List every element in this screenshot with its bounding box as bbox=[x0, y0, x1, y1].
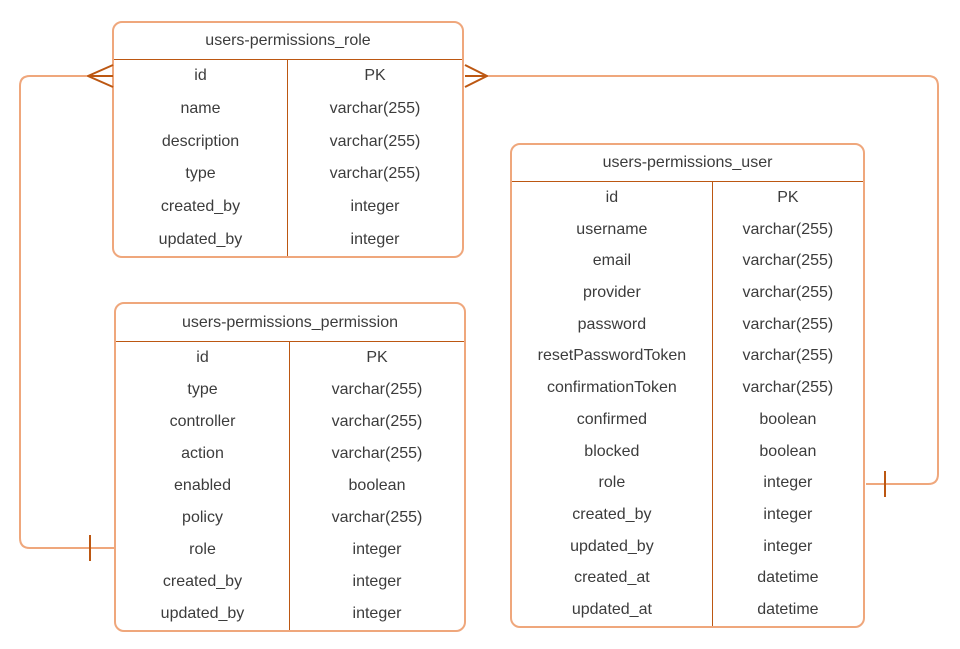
table-row: controller varchar(255) bbox=[116, 406, 464, 438]
field-name-cell: controller bbox=[116, 406, 290, 438]
field-name-cell: password bbox=[512, 308, 713, 341]
table-row: confirmationToken varchar(255) bbox=[512, 372, 863, 405]
field-type-cell: integer bbox=[352, 573, 402, 590]
field-type-cell: integer bbox=[763, 474, 813, 492]
table-body: id PK name varchar(255) description varc… bbox=[114, 60, 462, 257]
table-row: enabled boolean bbox=[116, 470, 464, 502]
table-row: updated_at datetime bbox=[512, 594, 863, 627]
table-row: email varchar(255) bbox=[512, 245, 863, 278]
field-type-cell: datetime bbox=[757, 601, 819, 619]
field-name-cell: email bbox=[512, 245, 713, 278]
field-type-cell: varchar(255) bbox=[742, 379, 834, 397]
entity-table-users-permissions-user: users-permissions_user id PK username va… bbox=[510, 143, 865, 628]
table-row: type varchar(255) bbox=[114, 158, 462, 191]
field-type-cell: integer bbox=[350, 198, 400, 216]
field-type-cell: boolean bbox=[759, 442, 817, 460]
field-type-cell: integer bbox=[352, 605, 402, 622]
table-row: created_at datetime bbox=[512, 562, 863, 595]
table-row: created_by integer bbox=[114, 190, 462, 224]
field-type-cell: varchar(255) bbox=[331, 413, 423, 430]
field-type-cell: datetime bbox=[757, 569, 819, 587]
field-type-cell: varchar(255) bbox=[331, 381, 423, 398]
table-row: id PK bbox=[114, 60, 462, 93]
field-name-cell: created_at bbox=[512, 562, 713, 595]
field-name-cell: name bbox=[114, 92, 288, 126]
table-title: users-permissions_role bbox=[114, 23, 462, 60]
table-row: role integer bbox=[512, 467, 863, 500]
table-row: type varchar(255) bbox=[116, 374, 464, 406]
table-row: provider varchar(255) bbox=[512, 277, 863, 309]
table-row: created_by integer bbox=[116, 566, 464, 598]
table-title: users-permissions_permission bbox=[116, 304, 464, 342]
field-type-cell: PK bbox=[364, 67, 386, 85]
field-type-cell: varchar(255) bbox=[331, 445, 423, 462]
field-name-cell: type bbox=[114, 158, 288, 191]
table-row: created_by integer bbox=[512, 499, 863, 531]
field-name-cell: type bbox=[116, 374, 290, 406]
field-name-cell: enabled bbox=[116, 470, 290, 502]
table-row: description varchar(255) bbox=[114, 125, 462, 159]
field-name-cell: username bbox=[512, 213, 713, 246]
field-name-cell: updated_at bbox=[512, 594, 713, 627]
table-row: name varchar(255) bbox=[114, 92, 462, 126]
field-type-cell: PK bbox=[366, 349, 388, 366]
table-row: role integer bbox=[116, 534, 464, 566]
crow-foot-many-icon bbox=[464, 64, 488, 88]
field-type-cell: varchar(255) bbox=[331, 509, 423, 526]
field-name-cell: resetPasswordToken bbox=[512, 340, 713, 373]
field-type-cell: varchar(255) bbox=[329, 132, 421, 150]
field-name-cell: role bbox=[116, 534, 290, 566]
field-type-cell: varchar(255) bbox=[742, 252, 834, 270]
field-name-cell: id bbox=[114, 60, 288, 93]
field-name-cell: id bbox=[116, 342, 290, 374]
field-name-cell: id bbox=[512, 182, 713, 214]
table-row: updated_by integer bbox=[512, 530, 863, 563]
field-name-cell: description bbox=[114, 125, 288, 159]
field-name-cell: blocked bbox=[512, 435, 713, 468]
field-type-cell: boolean bbox=[348, 477, 406, 494]
field-type-cell: varchar(255) bbox=[742, 220, 834, 238]
field-name-cell: updated_by bbox=[114, 223, 288, 257]
table-row: policy varchar(255) bbox=[116, 502, 464, 534]
field-name-cell: policy bbox=[116, 502, 290, 534]
field-name-cell: created_by bbox=[114, 190, 288, 224]
table-body: id PK username varchar(255) email varcha… bbox=[512, 182, 863, 627]
field-name-cell: created_by bbox=[116, 566, 290, 598]
field-type-cell: varchar(255) bbox=[742, 284, 834, 302]
field-type-cell: integer bbox=[352, 541, 402, 558]
entity-table-users-permissions-role: users-permissions_role id PK name varcha… bbox=[112, 21, 464, 258]
field-name-cell: updated_by bbox=[512, 530, 713, 563]
field-type-cell: varchar(255) bbox=[329, 100, 421, 117]
entity-table-users-permissions-permission: users-permissions_permission id PK type … bbox=[114, 302, 466, 632]
table-row: updated_by integer bbox=[114, 223, 462, 257]
field-name-cell: action bbox=[116, 438, 290, 470]
field-name-cell: role bbox=[512, 467, 713, 500]
field-type-cell: integer bbox=[763, 506, 813, 524]
field-name-cell: created_by bbox=[512, 499, 713, 531]
field-type-cell: varchar(255) bbox=[742, 315, 834, 333]
field-type-cell: varchar(255) bbox=[329, 165, 421, 183]
table-body: id PK type varchar(255) controller varch… bbox=[116, 342, 464, 630]
field-name-cell: confirmed bbox=[512, 404, 713, 436]
field-type-cell: integer bbox=[350, 230, 400, 248]
field-type-cell: boolean bbox=[759, 410, 817, 428]
table-row: blocked boolean bbox=[512, 435, 863, 468]
field-name-cell: confirmationToken bbox=[512, 372, 713, 405]
table-row: updated_by integer bbox=[116, 598, 464, 630]
table-row: id PK bbox=[512, 182, 863, 214]
table-row: id PK bbox=[116, 342, 464, 374]
table-row: password varchar(255) bbox=[512, 308, 863, 341]
field-type-cell: varchar(255) bbox=[742, 347, 834, 365]
table-row: action varchar(255) bbox=[116, 438, 464, 470]
field-name-cell: updated_by bbox=[116, 598, 290, 630]
table-row: confirmed boolean bbox=[512, 404, 863, 436]
field-type-cell: integer bbox=[763, 537, 813, 555]
relationship-line-role-permission bbox=[19, 75, 115, 549]
table-row: username varchar(255) bbox=[512, 213, 863, 246]
crow-foot-many-icon bbox=[87, 64, 114, 88]
table-title: users-permissions_user bbox=[512, 145, 863, 182]
table-row: resetPasswordToken varchar(255) bbox=[512, 340, 863, 373]
field-type-cell: PK bbox=[777, 188, 799, 206]
field-name-cell: provider bbox=[512, 277, 713, 309]
